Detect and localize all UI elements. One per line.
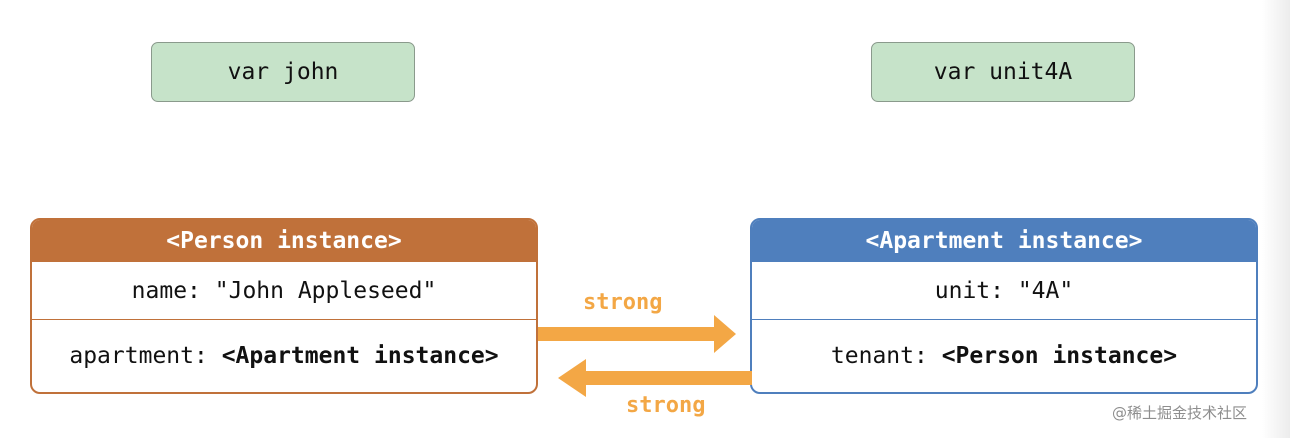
apartment-unit-text: unit: "4A": [934, 277, 1074, 304]
person-apartment-key: apartment:: [69, 343, 222, 369]
person-name-text: name: "John Appleseed": [131, 277, 437, 304]
person-name-row: name: "John Appleseed": [32, 262, 536, 320]
person-apartment-value: <Apartment instance>: [221, 343, 499, 369]
apartment-tenant-value: <Person instance>: [941, 343, 1178, 369]
apartment-tenant-key: tenant:: [830, 343, 942, 369]
person-instance-box: <Person instance> name: "John Appleseed"…: [30, 218, 538, 394]
variable-john-box: var john: [151, 42, 415, 102]
person-instance-header: <Person instance>: [32, 220, 536, 262]
person-instance-title: <Person instance>: [166, 228, 402, 254]
apartment-tenant-row: tenant: <Person instance>: [752, 320, 1256, 392]
apartment-unit-row: unit: "4A": [752, 262, 1256, 320]
person-apartment-row: apartment: <Apartment instance>: [32, 320, 536, 392]
apartment-instance-header: <Apartment instance>: [752, 220, 1256, 262]
apartment-instance-title: <Apartment instance>: [865, 228, 1143, 254]
watermark-text: @稀土掘金技术社区: [1112, 404, 1248, 422]
strong-reference-label-right: strong: [583, 290, 663, 315]
variable-john-label: var john: [227, 59, 339, 85]
page-edge-shadow: [1262, 0, 1290, 438]
strong-arrow-right-icon: [538, 315, 736, 353]
apartment-instance-box: <Apartment instance> unit: "4A" tenant: …: [750, 218, 1258, 394]
strong-arrow-left-icon: [558, 359, 752, 397]
strong-reference-label-left: strong: [626, 393, 706, 418]
variable-unit4a-label: var unit4A: [933, 59, 1073, 85]
variable-unit4a-box: var unit4A: [871, 42, 1135, 102]
